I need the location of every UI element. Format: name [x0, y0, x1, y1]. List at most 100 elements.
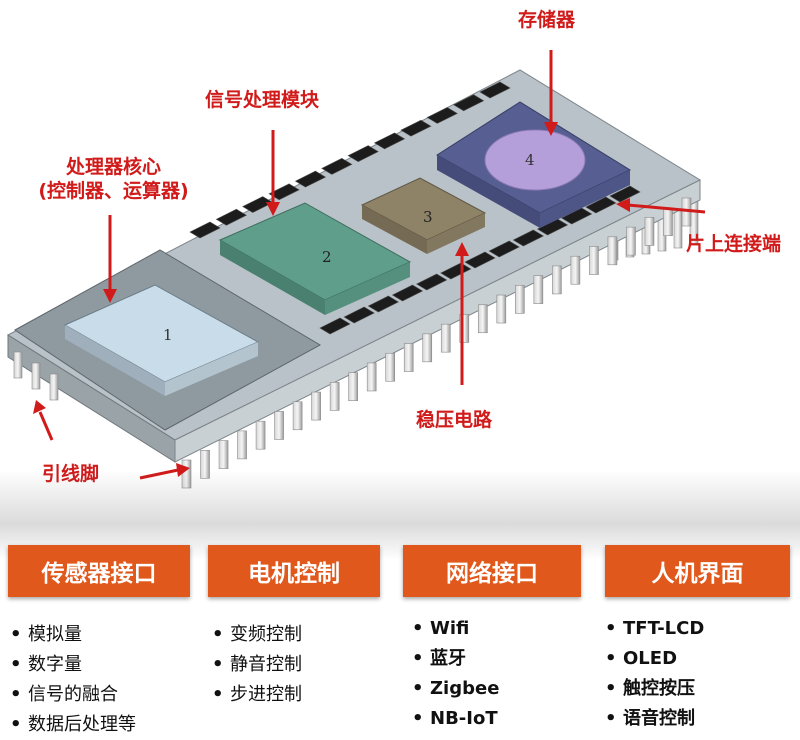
list-network-interface: •Wifi •蓝牙 • Zigbee • NB-IoT	[412, 614, 499, 734]
connector-pad	[367, 295, 399, 313]
lead-pin	[570, 255, 581, 285]
connector-pad	[400, 119, 432, 137]
list-item-text: 语音控制	[623, 708, 695, 729]
connector-pad	[373, 132, 406, 150]
list-item: •静音控制	[212, 650, 302, 680]
lead-pin	[237, 430, 247, 460]
list-item: • 模拟量	[10, 620, 136, 650]
connector-pad	[512, 229, 544, 247]
lead-pin	[200, 449, 210, 479]
connector-pad	[479, 81, 511, 99]
arrowhead-storage	[544, 122, 558, 136]
list-item-text: 静音控制	[230, 654, 302, 675]
chip-diagram: 1 2 3 4	[6, 50, 706, 489]
connector-pad	[426, 107, 458, 124]
lead-pin	[292, 401, 303, 431]
arrow-pins-left	[38, 411, 54, 441]
connector-pad	[416, 273, 448, 291]
bullet: •	[412, 708, 424, 729]
label-processor-core-line1: 处理器核心	[65, 156, 161, 178]
lead-pin	[626, 226, 636, 256]
label-storage: 存储器	[518, 9, 576, 31]
lead-pin	[329, 382, 340, 411]
bullet: •	[605, 678, 617, 699]
banner-sensor-interface: 传感器接口	[8, 545, 190, 597]
list-item: • OLED	[605, 644, 704, 674]
label-processor-core-line2: (控制器、运算器)	[38, 180, 189, 202]
arrow-pins-right	[139, 468, 179, 480]
list-item: •蓝牙	[412, 644, 499, 674]
block-1-number: 1	[163, 326, 173, 344]
connector-pad	[609, 185, 641, 203]
list-item-text: 数字量	[28, 654, 82, 675]
lead-pin	[644, 217, 655, 246]
list-item: •触控按压	[605, 674, 704, 704]
lead-pin	[515, 285, 525, 314]
storage-block: 4	[436, 101, 632, 228]
label-lead-pins: 引线脚	[42, 462, 99, 486]
bullet: •	[212, 624, 224, 645]
list-item-text: 蓝牙	[430, 648, 466, 669]
bullet: •	[10, 714, 22, 735]
lead-pins-front	[13, 197, 692, 489]
list-motor-control: •变频控制 •静音控制 •步进控制	[212, 620, 302, 710]
block-4-number: 4	[525, 151, 535, 169]
connector-pad	[268, 183, 300, 201]
lead-pin	[496, 294, 507, 324]
list-item: •Wifi	[412, 614, 499, 644]
lead-pin	[385, 352, 396, 382]
label-signal-module: 信号处理模块	[205, 89, 320, 111]
arrow-connector	[627, 203, 706, 214]
lead-pin	[477, 304, 488, 334]
bullet: •	[10, 624, 22, 645]
label-voltage-circuit: 稳压电路	[416, 409, 493, 431]
list-item-text: Zigbee	[430, 678, 500, 699]
label-onchip-connector: 片上连接端	[686, 233, 782, 255]
onchip-connector-pads	[189, 81, 641, 335]
block-3-front	[362, 205, 427, 254]
connector-pad	[453, 94, 485, 112]
connector-pad	[343, 306, 375, 324]
callout-arrows	[33, 50, 706, 480]
list-item: •变频控制	[212, 620, 302, 650]
processor-core-block: 1	[14, 249, 322, 431]
lead-pin	[13, 351, 23, 379]
block-4-front	[437, 155, 540, 228]
lead-pin	[274, 411, 284, 440]
connector-pad	[561, 207, 593, 225]
list-item: • 数字量	[10, 650, 136, 680]
bullet: •	[605, 708, 617, 729]
lead-pin	[663, 207, 673, 237]
lead-pin	[552, 265, 562, 295]
list-item-text: OLED	[623, 648, 678, 669]
bullet: •	[605, 618, 617, 639]
label-processor-core: 处理器核心 (控制器、运算器)	[26, 155, 201, 203]
list-item: • NB-IoT	[412, 704, 499, 734]
lead-pin	[255, 420, 266, 450]
list-item-text: 模拟量	[28, 624, 82, 645]
arrowhead-pins-left	[33, 400, 46, 414]
connector-pad	[215, 208, 247, 226]
list-item-text: 数据后处理等	[28, 714, 136, 735]
lead-pin	[589, 246, 599, 275]
lead-pin	[311, 391, 321, 421]
block-3-number: 3	[423, 208, 433, 226]
lead-pin	[348, 372, 358, 401]
arrowhead-voltage	[455, 242, 469, 256]
connector-pad	[488, 240, 520, 258]
bullet: •	[10, 654, 22, 675]
block-4-right	[540, 170, 630, 228]
list-item: •TFT-LCD	[605, 614, 704, 644]
lead-pin	[459, 314, 470, 343]
block-3-right	[427, 213, 485, 254]
connector-pad	[294, 170, 327, 188]
list-item-text: NB-IoT	[430, 708, 498, 729]
bullet: •	[10, 684, 22, 705]
list-item-text: Wifi	[430, 618, 470, 639]
bullet: •	[212, 684, 224, 705]
bullet: •	[605, 648, 617, 669]
lead-pin	[440, 323, 451, 353]
lead-pin	[31, 362, 41, 390]
block-2-number: 2	[322, 248, 332, 266]
lead-pin	[49, 373, 59, 401]
